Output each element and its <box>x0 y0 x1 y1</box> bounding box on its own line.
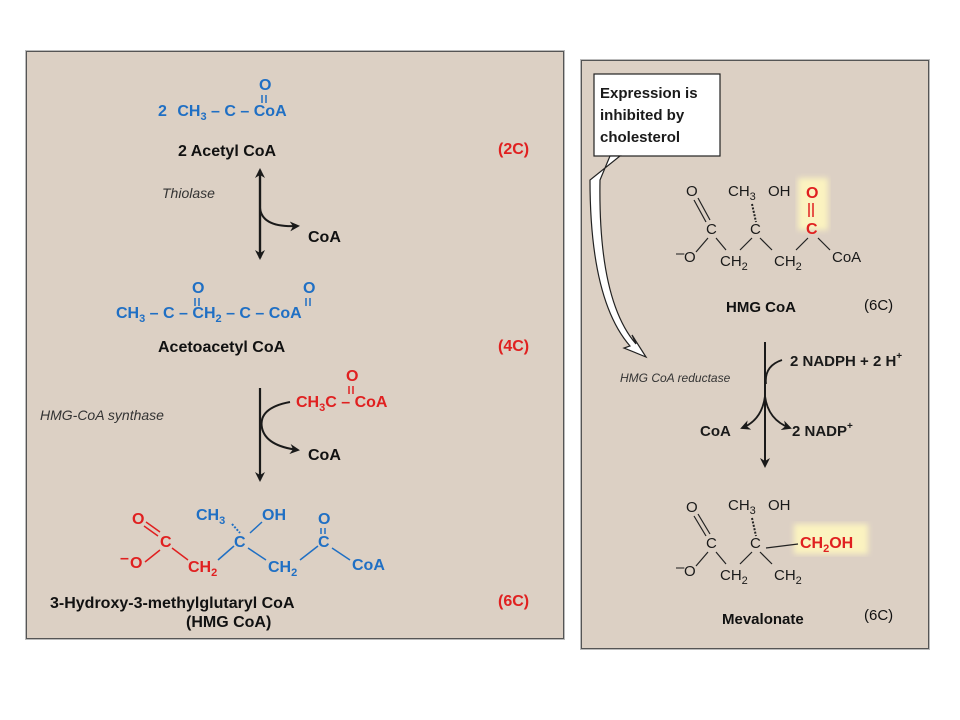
svg-text:O: O <box>346 368 358 385</box>
svg-text:O: O <box>318 511 330 528</box>
hmg-coa-synthase-label: HMG-CoA synthase <box>40 407 164 423</box>
carbon-count-6c-hmg: (6C) <box>864 297 893 314</box>
acetyl-coa-label: 2 Acetyl CoA <box>178 143 277 160</box>
svg-text:C: C <box>706 221 717 238</box>
hmg-coa-reductase-label: HMG CoA reductase <box>620 371 731 385</box>
thiolase-label: Thiolase <box>162 185 215 201</box>
coa-byproduct-1: CoA <box>308 229 341 246</box>
callout-line-2: inhibited by <box>600 107 685 124</box>
svg-text:O: O <box>686 499 698 516</box>
hmg-coa-structure-left: O C – O CH2 C CH3 OH CH2 O C CoA <box>120 507 385 579</box>
svg-text:CH2: CH2 <box>774 253 802 273</box>
carbon-count-4c: (4C) <box>498 338 529 355</box>
carbon-count-2c: (2C) <box>498 141 529 158</box>
ketone-oxygen: O <box>806 185 818 202</box>
svg-text:CoA: CoA <box>352 557 385 574</box>
svg-text:CH3: CH3 <box>728 497 756 517</box>
svg-text:O: O <box>686 183 698 200</box>
carbon-count-6c-mevalonate: (6C) <box>864 607 893 624</box>
coa-byproduct-2: CoA <box>308 447 341 464</box>
svg-text:CH2: CH2 <box>720 567 748 587</box>
svg-text:–: – <box>676 559 685 576</box>
acetyl-coef: 2 <box>158 103 167 120</box>
acetyl-oxygen: O <box>259 77 271 94</box>
cholesterol-callout <box>593 73 721 157</box>
svg-text:C: C <box>160 534 172 551</box>
acetyl-coa-reactant: O CH3C – CoA <box>296 368 388 414</box>
callout-line-1: Expression is <box>600 85 698 102</box>
svg-text:CH3C – CoA: CH3C – CoA <box>296 394 388 414</box>
carbon-count-6c-left: (6C) <box>498 593 529 610</box>
svg-text:O: O <box>303 280 315 297</box>
coa-out-arrow <box>740 395 766 430</box>
synthase-curve-arrow <box>260 401 300 454</box>
acetoacetyl-coa-label: Acetoacetyl CoA <box>158 339 286 356</box>
svg-text:OH: OH <box>768 497 791 514</box>
svg-text:CH3: CH3 <box>196 507 225 527</box>
hmg-coa-abbrev: (HMG CoA) <box>186 614 271 631</box>
acetyl-coa-structure: O 2 CH3 – C – CoA <box>158 77 287 123</box>
hmg-coa-full-name: 3-Hydroxy-3-methylglutaryl CoA <box>50 595 295 612</box>
alcohol-highlight <box>794 524 868 554</box>
svg-text:CH2: CH2 <box>720 253 748 273</box>
svg-text:CH2: CH2 <box>268 559 297 579</box>
svg-text:C: C <box>318 534 330 551</box>
svg-text:CH2: CH2 <box>188 559 217 579</box>
callout-line-3: cholesterol <box>600 129 680 146</box>
acetoacetyl-coa-structure: O O CH3 – C – CH2 – C – CoA <box>116 280 315 325</box>
nadp-label: 2 NADP+ <box>792 421 853 440</box>
acetyl-ch: CH <box>177 103 200 120</box>
coa-release-arrow-1 <box>259 207 300 232</box>
inhibition-arrow <box>589 155 648 359</box>
svg-text:C: C <box>806 221 818 238</box>
svg-text:O: O <box>192 280 204 297</box>
svg-text:O: O <box>130 555 142 572</box>
nadph-in-curve <box>764 359 783 385</box>
svg-text:–: – <box>120 550 129 567</box>
svg-text:–: – <box>676 245 685 262</box>
svg-text:C: C <box>750 535 761 552</box>
svg-text:CH3 – C – CH2 – C – CoA: CH3 – C – CH2 – C – CoA <box>116 305 302 325</box>
mevalonate-structure: O C – O CH2 C CH3 OH CH2 CH2OH <box>676 497 868 587</box>
svg-text:CH2: CH2 <box>774 567 802 587</box>
svg-text:O: O <box>684 249 696 266</box>
nadph-label: 2 NADPH + 2 H+ <box>790 351 902 370</box>
left-panel <box>26 51 564 639</box>
svg-text:C: C <box>706 535 717 552</box>
svg-text:OH: OH <box>262 507 286 524</box>
coa-product-label: CoA <box>700 423 731 440</box>
mevalonate-label: Mevalonate <box>722 611 804 628</box>
svg-text:C: C <box>234 534 246 551</box>
svg-text:O: O <box>684 563 696 580</box>
svg-text:CoA: CoA <box>832 249 861 266</box>
nadp-out-arrow <box>764 395 792 430</box>
svg-text:C: C <box>750 221 761 238</box>
hmg-coa-label-right: HMG CoA <box>726 299 796 316</box>
svg-text:2 CH3 – C – CoA: 2 CH3 – C – CoA <box>158 103 287 123</box>
hmg-coa-structure-right: O C – O CH2 C CH3 OH CH2 O C CoA <box>676 178 861 273</box>
svg-text:O: O <box>132 511 144 528</box>
svg-text:OH: OH <box>768 183 791 200</box>
svg-text:CH3: CH3 <box>728 183 756 203</box>
hydroxymethyl-group: CH2OH <box>800 535 853 555</box>
